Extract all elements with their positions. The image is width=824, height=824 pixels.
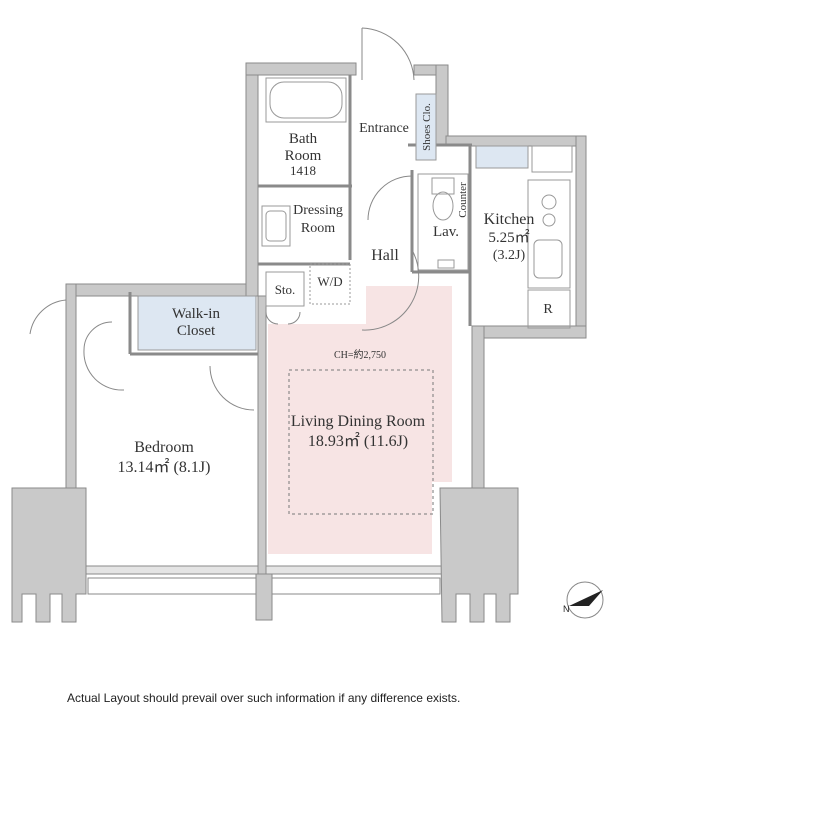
doors (29, 27, 420, 411)
hall-label: Hall (371, 247, 399, 264)
bedroom-label-line1: Bedroom (134, 439, 194, 456)
kitchen-label-line2: 5.25㎡ (488, 229, 529, 246)
shoes-closet-area (415, 93, 437, 161)
living-dining-label-line1: Living Dining Room (291, 413, 426, 430)
bath-label: Bath Room 1418 (285, 131, 322, 178)
lavatory-label: Lav. (433, 224, 459, 240)
ldk-highlight (268, 286, 452, 554)
entrance-label: Entrance (359, 121, 409, 136)
structural-columns (11, 487, 519, 623)
shoes-closet-label: Shoes Clo. (421, 103, 433, 151)
dressing-label-line1: Dressing (293, 203, 343, 218)
compass-north-label: N (563, 604, 570, 614)
walk-in-closet-label-line1: Walk-in (172, 306, 220, 322)
counter-label: Counter (457, 182, 469, 218)
bath-label-line3: 1418 (290, 163, 316, 178)
walk-in-closet-label-line2: Closet (177, 323, 216, 339)
kitchen-label-line1: Kitchen (484, 211, 535, 228)
dressing-label-line2: Room (301, 221, 335, 236)
bath-label-line1: Bath (289, 131, 318, 147)
washbasin (261, 205, 291, 247)
walk-in-closet-area (137, 295, 257, 351)
disclaimer-text: Actual Layout should prevail over such i… (67, 691, 461, 705)
kitchen-label-line3: (3.2J) (493, 248, 526, 263)
bath-label-line2: Room (285, 148, 322, 164)
ceiling-height-label: CH=約2,750 (334, 348, 386, 361)
storage-area (265, 271, 305, 307)
washer-dryer-label: W/D (317, 274, 342, 289)
storage-label: Sto. (275, 282, 296, 297)
living-dining-label-line2: 18.93㎡ (11.6J) (308, 432, 408, 450)
compass-icon: N (563, 581, 604, 619)
washer-dryer-area (309, 263, 351, 305)
bedroom-label-line2: 13.14㎡ (8.1J) (118, 458, 211, 476)
toilet (417, 173, 469, 271)
kitchen-counter (475, 145, 573, 329)
bathtub (265, 77, 347, 123)
refrigerator-label: R (543, 302, 553, 317)
